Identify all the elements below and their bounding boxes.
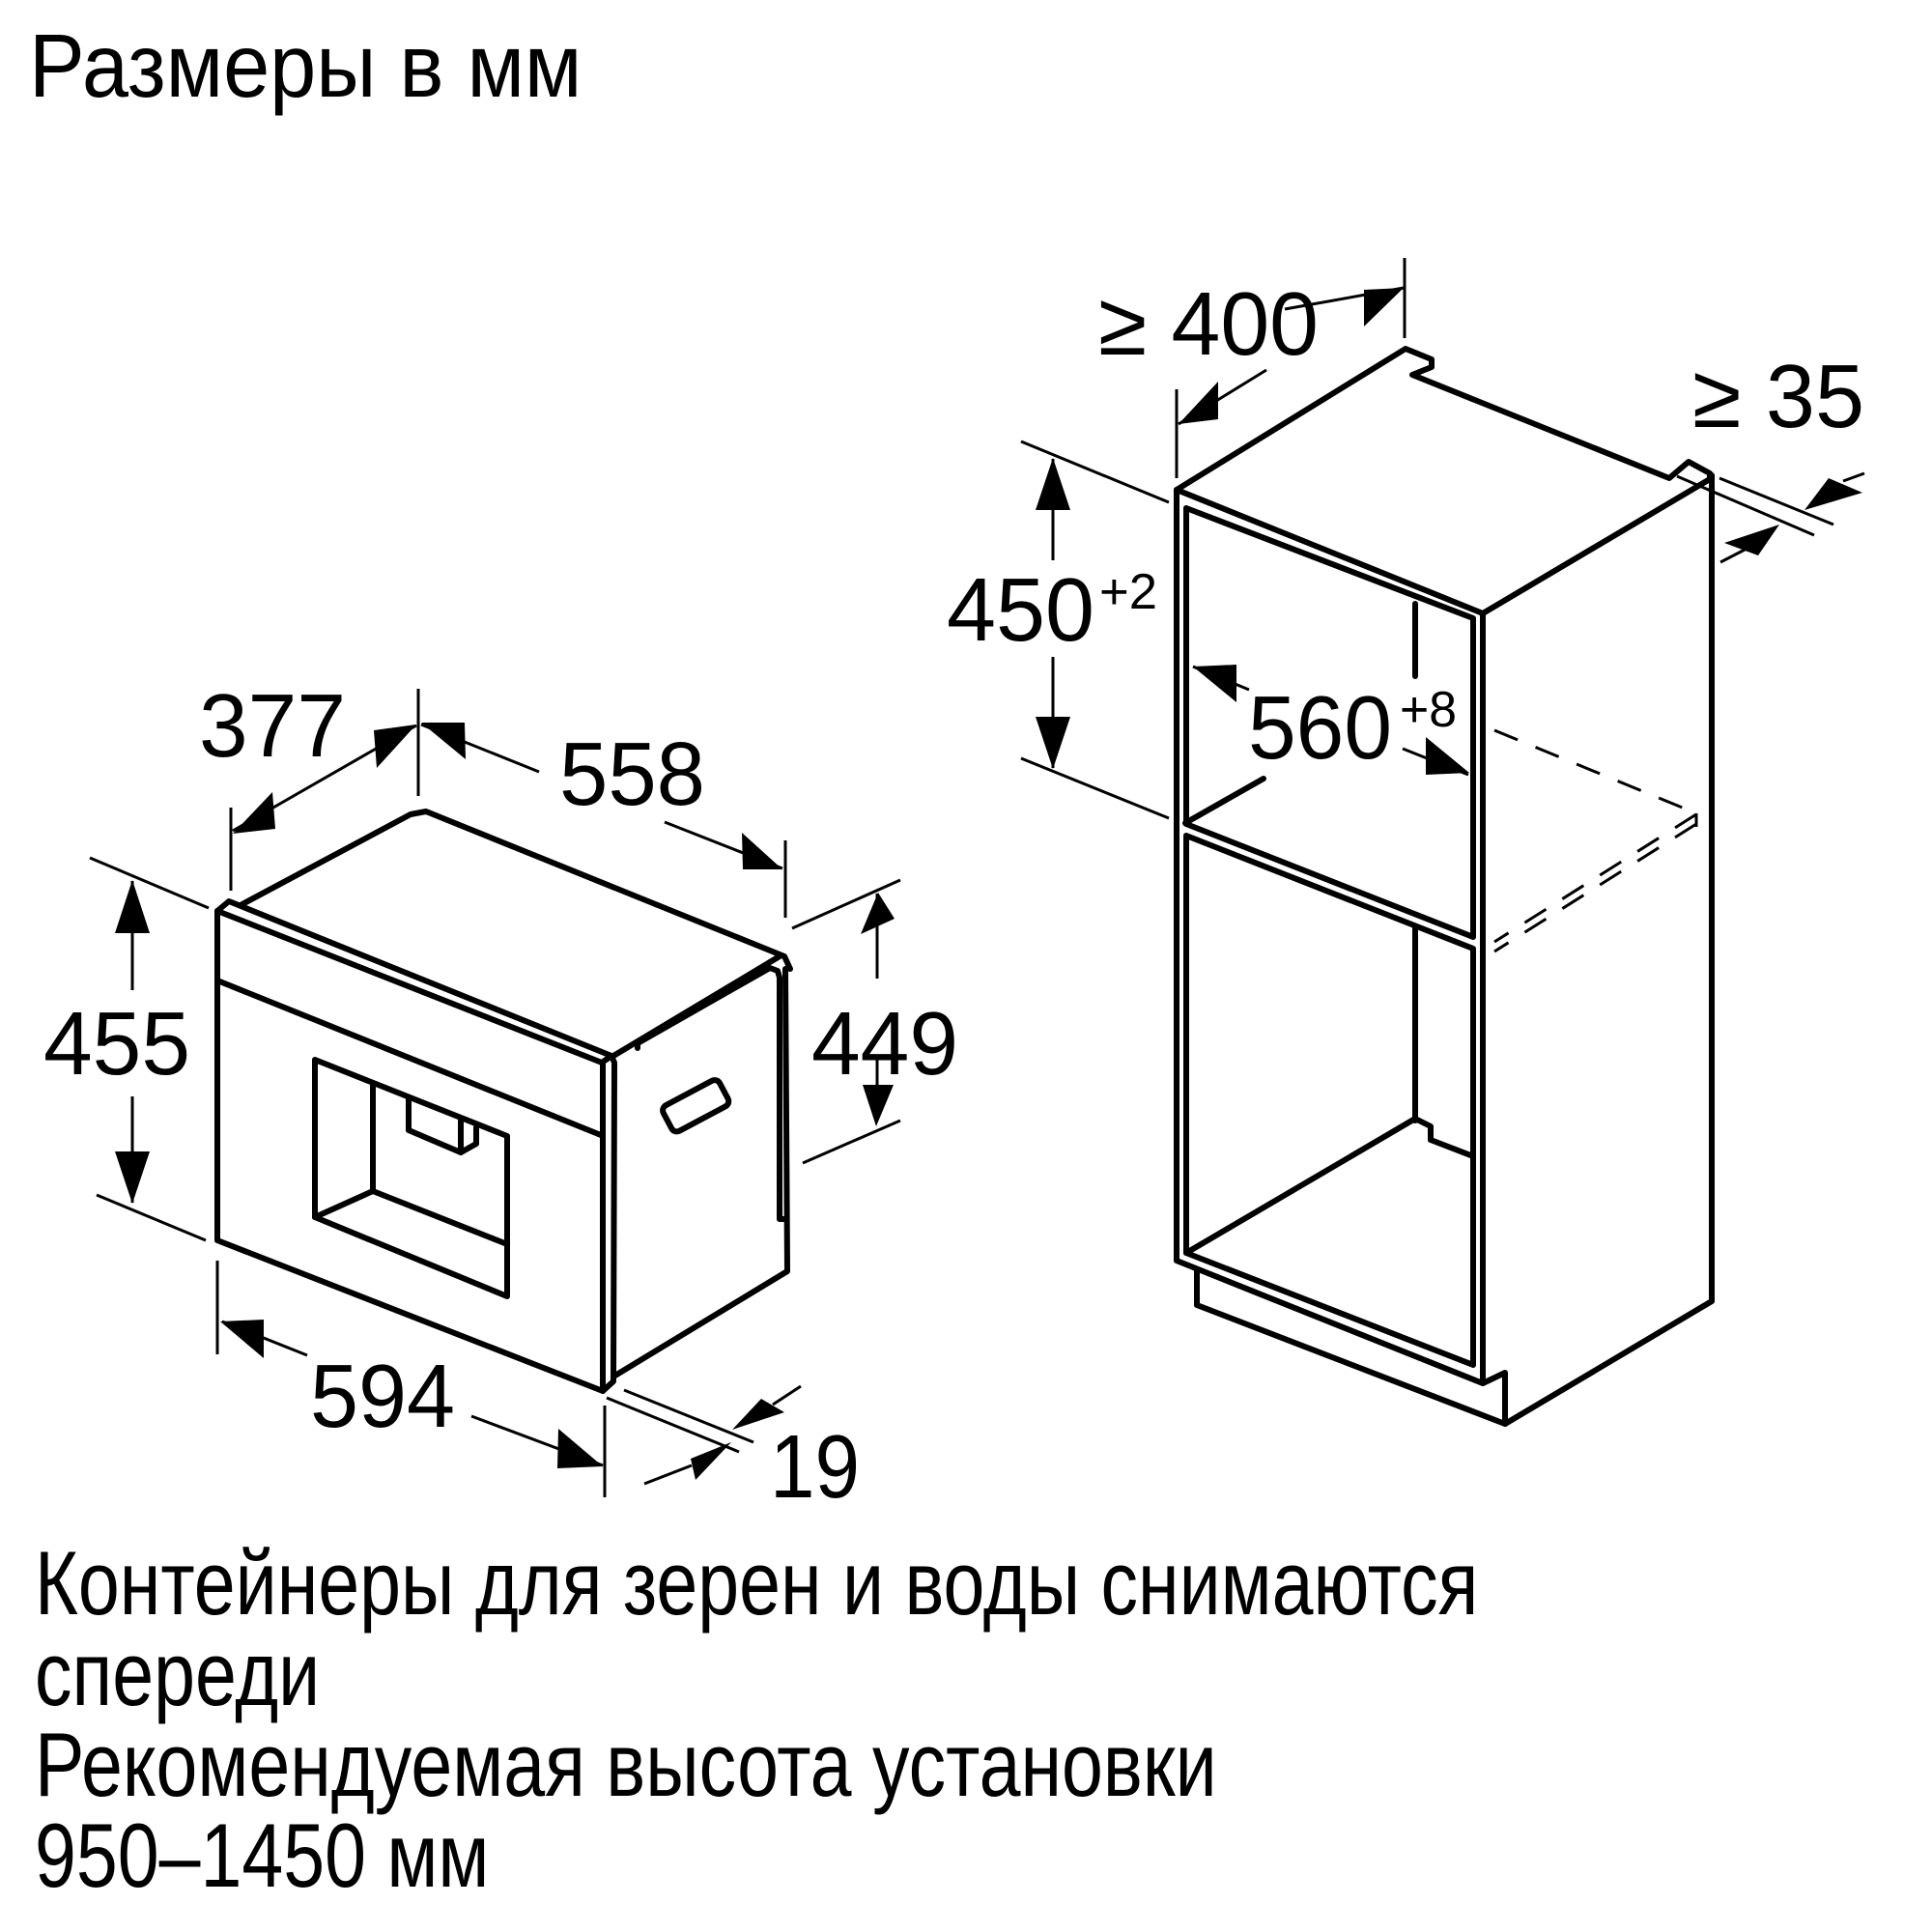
note-line: Рекомендуемая высота установки xyxy=(35,1714,1217,1815)
dim-niche-gap: ≥ 35 xyxy=(1692,346,1864,446)
dim-niche-depth: ≥ 400 xyxy=(1098,273,1319,374)
dim-449: 449 xyxy=(811,993,958,1094)
dim-558: 558 xyxy=(559,724,705,824)
dim-niche-width: 560 xyxy=(1248,677,1392,778)
note-line: 950–1450 мм xyxy=(35,1804,490,1906)
note-line: спереди xyxy=(35,1623,321,1724)
installation-notes: Контейнеры для зерен и воды снимаются сп… xyxy=(35,1538,1478,1901)
dim-niche-height: 450 xyxy=(947,559,1094,660)
page-title: Размеры в мм xyxy=(29,15,582,116)
dim-19: 19 xyxy=(770,1416,860,1517)
dim-niche-width-tolerance: +8 xyxy=(1400,682,1457,738)
note-line: Контейнеры для зерен и воды снимаются xyxy=(35,1532,1479,1634)
dim-377: 377 xyxy=(199,675,346,776)
niche-drawing: ≥ 400 ≥ 35 450 +2 560 +8 xyxy=(947,258,1865,1427)
dim-niche-height-tolerance: +2 xyxy=(1099,564,1157,620)
appliance-drawing: 377 558 455 449 594 xyxy=(43,675,958,1517)
dim-594: 594 xyxy=(310,1346,455,1446)
dim-455: 455 xyxy=(43,993,190,1094)
